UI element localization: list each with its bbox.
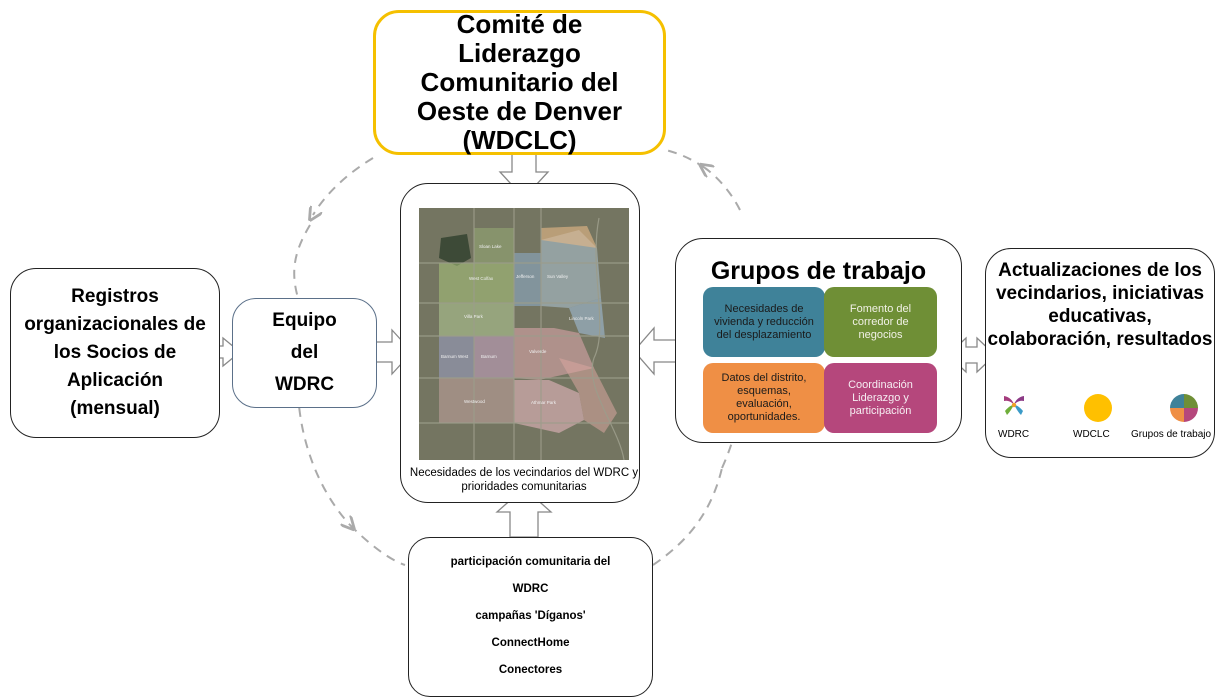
svg-text:Jefferson: Jefferson bbox=[516, 274, 535, 279]
svg-text:Sun Valley: Sun Valley bbox=[547, 274, 569, 279]
legend-label-wdclc: WDCLC bbox=[1073, 429, 1110, 440]
map-region-barnum-west bbox=[439, 336, 474, 378]
yellow-circle-icon bbox=[1084, 394, 1112, 422]
cycle-arc-left-lower bbox=[297, 391, 350, 525]
svg-text:Villa Park: Villa Park bbox=[464, 314, 484, 319]
participacion-line-3: campañas 'Díganos' bbox=[475, 610, 586, 622]
map-region-highlands bbox=[541, 226, 597, 248]
map-region-villa-park bbox=[439, 303, 514, 336]
registros-text: Registros organizacionales de los Socios… bbox=[24, 286, 206, 419]
participacion-box: participación comunitaria del WDRC campa… bbox=[408, 537, 653, 697]
updates-text: Actualizaciones de los vecindarios, inic… bbox=[987, 260, 1213, 350]
leadership-committee-box: Comité de Liderazgo Comunitario del Oest… bbox=[373, 10, 666, 155]
map-region-west-colfax bbox=[439, 263, 514, 303]
svg-text:Lincoln Park: Lincoln Park bbox=[569, 316, 595, 321]
map-region-ruby-hill bbox=[559, 358, 617, 433]
cycle-arc-top-right bbox=[665, 149, 706, 169]
neighborhood-map: Sloan Lake West Colfax Villa Park Barnum… bbox=[419, 208, 629, 460]
leadership-committee-title: Comité de Liderazgo Comunitario del Oest… bbox=[416, 9, 623, 155]
map-region-sun-valley bbox=[541, 230, 601, 308]
cycle-arc-top-left bbox=[313, 157, 374, 215]
cycle-arc-bottom-left bbox=[349, 524, 406, 566]
grupos-de-trabajo-box: Grupos de trabajo Necesidades de viviend… bbox=[675, 238, 962, 443]
participacion-line-5: Conectores bbox=[498, 664, 563, 676]
map-region-jefferson bbox=[514, 253, 541, 306]
cycle-arc-right-lower bbox=[721, 420, 737, 469]
dashed-cycle bbox=[293, 149, 741, 566]
svg-text:Valverde: Valverde bbox=[529, 349, 547, 354]
map-region-lincoln-park bbox=[569, 298, 605, 338]
legend-label-wdrc: WDRC bbox=[998, 429, 1030, 440]
neighborhood-map-image: Sloan Lake West Colfax Villa Park Barnum… bbox=[419, 208, 629, 460]
grupos-de-trabajo-title: Grupos de trabajo bbox=[710, 257, 927, 285]
tile-vivienda: Necesidades de vivienda y reducción del … bbox=[703, 287, 825, 357]
tile-coordinacion: Coordinación Liderazgo y participación bbox=[824, 363, 937, 433]
equipo-wdrc-box: Equipo del WDRC bbox=[232, 298, 377, 408]
registros-box: Registros organizacionales de los Socios… bbox=[10, 268, 220, 438]
tile-datos: Datos del distrito, esquemas, evaluación… bbox=[703, 363, 825, 433]
svg-text:Athmar Park: Athmar Park bbox=[531, 400, 557, 405]
svg-text:Barnum West: Barnum West bbox=[441, 354, 469, 359]
cycle-arc-left-upper bbox=[293, 224, 311, 299]
svg-text:Sloan Lake: Sloan Lake bbox=[479, 244, 502, 249]
map-region-westwood bbox=[439, 378, 514, 423]
pie-icon bbox=[1170, 394, 1198, 422]
updates-box: Actualizaciones de los vecindarios, inic… bbox=[985, 248, 1215, 458]
map-region-athmar-park bbox=[514, 380, 584, 433]
map-region-barnum bbox=[474, 336, 514, 378]
map-caption: Necesidades de los vecindarios del WDRC … bbox=[409, 467, 639, 493]
svg-text:Westwood: Westwood bbox=[464, 399, 485, 404]
cycle-arc-bottom-right bbox=[652, 467, 723, 566]
equipo-wdrc-text: Equipo del WDRC bbox=[272, 310, 337, 395]
svg-text:West Colfax: West Colfax bbox=[469, 276, 494, 281]
participacion-line-4: ConnectHome bbox=[491, 637, 570, 649]
svg-text:Barnum: Barnum bbox=[481, 354, 497, 359]
legend-label-grupos: Grupos de trabajo bbox=[1131, 429, 1212, 440]
participacion-line-2: WDRC bbox=[512, 583, 549, 595]
map-region-sloan bbox=[474, 228, 514, 263]
cycle-arc-right-upper bbox=[705, 168, 741, 211]
participacion-line-1: participación comunitaria del bbox=[450, 556, 611, 568]
wdrc-logo-icon bbox=[1004, 396, 1024, 415]
tile-negocios: Fomento del corredor de negocios bbox=[824, 287, 937, 357]
